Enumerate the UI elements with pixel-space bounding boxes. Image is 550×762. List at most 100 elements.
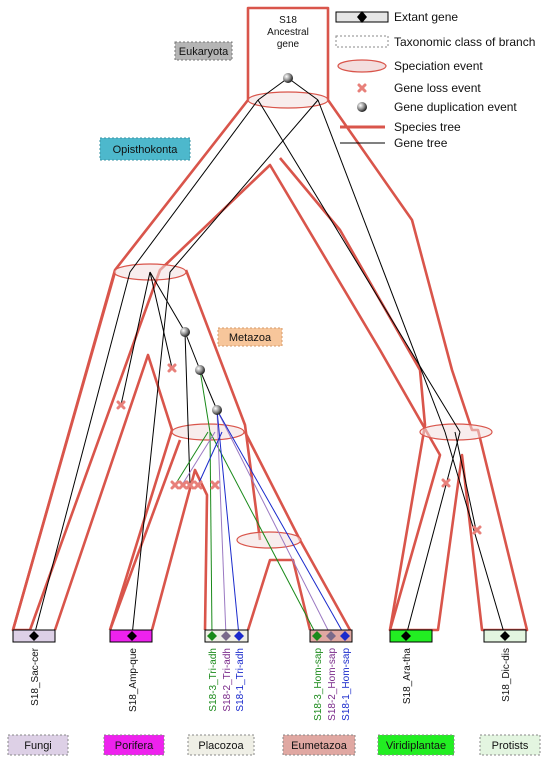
- gene-labels: S18_Sac-cer S18_Amp-que S18-3_Tri-adh S1…: [30, 647, 512, 720]
- legend-speciation-label: Speciation event: [394, 59, 483, 73]
- gene-duplication-events: [180, 73, 293, 415]
- taxa-boxes: Fungi Porifera Placozoa Eumetazoa Viridi…: [7, 734, 541, 756]
- species-tree-outer: [11, 6, 529, 632]
- gene-label-amp: S18_Amp-que: [128, 648, 139, 712]
- paralog-2-line: [216, 409, 332, 637]
- legend-gene-tree: Gene tree: [340, 136, 448, 150]
- speciation-event-root: [247, 91, 329, 109]
- extant-gene-marker: [207, 631, 217, 641]
- gene-loss-event: [170, 480, 180, 490]
- gene-loss-event: [193, 480, 203, 490]
- gene-line: [149, 271, 186, 333]
- gene-label-tri1: S18-1_Tri-adh: [235, 648, 246, 712]
- gene-line: [129, 99, 259, 273]
- extant-gene-marker: [29, 631, 39, 641]
- paralog-1-line: [197, 431, 223, 486]
- gene-line: [454, 431, 477, 531]
- gene-line: [120, 271, 151, 406]
- species-tree-metazoa-right: [243, 431, 352, 631]
- speciation-events: [113, 91, 493, 549]
- legend-taxonomic-class: Taxonomic class of branch: [335, 35, 535, 49]
- gene-line: [317, 99, 446, 433]
- taxon-label-viridiplantae: Viridiplantae: [386, 740, 446, 752]
- gene-line: [405, 431, 461, 637]
- extant-gene-marker: [401, 631, 411, 641]
- clade-label-metazoa: Metazoa: [217, 327, 283, 347]
- gene-loss-event: [116, 400, 126, 410]
- legend-species-tree: Species tree: [340, 120, 461, 134]
- paralog-3-line: [174, 431, 209, 486]
- gene-label-hom2: S18-2_Hom-sap: [327, 648, 338, 721]
- leaf-bars: [12, 629, 527, 643]
- gene-loss-event: [178, 480, 188, 490]
- legend-extant-gene: Extant gene: [335, 10, 458, 24]
- legend-speciation: Speciation event: [337, 59, 483, 73]
- speciation-event-placozoa-eumetazoa: [236, 531, 302, 549]
- legend-species-tree-label: Species tree: [394, 120, 461, 134]
- root-label-line2: Ancestral: [267, 27, 309, 38]
- gene-label-hom1: S18-1_Hom-sap: [341, 648, 352, 721]
- gene-label-tri3: S18-3_Tri-adh: [208, 648, 219, 712]
- gene-loss-events: [116, 363, 482, 535]
- legend-extant-gene-label: Extant gene: [394, 10, 458, 24]
- gene-line: [184, 331, 191, 486]
- gene-loss-event: [472, 525, 482, 535]
- paralog-3-line: [209, 431, 213, 637]
- species-tree-notch-fungi: [53, 353, 174, 631]
- gene-line: [184, 331, 201, 371]
- gene-duplication-event: [283, 73, 293, 83]
- legend: Extant gene Taxonomic class of branch Sp…: [335, 10, 535, 150]
- paralog-2-line: [181, 431, 216, 486]
- gene-duplication-event: [212, 405, 222, 415]
- legend-gene-loss: Gene loss event: [357, 81, 481, 95]
- species-tree-left-branch: [11, 271, 117, 631]
- taxon-label-placozoa: Placozoa: [198, 740, 244, 752]
- legend-gene-tree-label: Gene tree: [394, 136, 448, 150]
- taxon-box-porifera: Porifera: [103, 734, 165, 756]
- paralog-1-line: [216, 409, 240, 637]
- extant-gene-marker: [340, 631, 350, 641]
- extant-gene-marker: [234, 631, 244, 641]
- extant-gene-marker: [127, 631, 137, 641]
- legend-taxonomic-class-label: Taxonomic class of branch: [394, 35, 535, 49]
- paralog-lines: [174, 369, 346, 637]
- clade-label-opisthokonta: Opisthokonta: [99, 137, 191, 161]
- root-label-line3: gene: [277, 39, 300, 50]
- paralog-3-line: [199, 369, 211, 433]
- metazoa-label: Metazoa: [229, 332, 272, 344]
- paralog-1-line: [216, 409, 346, 637]
- paralog-3-line: [209, 431, 318, 637]
- species-tree-notch-placozoa: [246, 558, 312, 631]
- extant-gene-marker: [326, 631, 336, 641]
- legend-gene-loss-label: Gene loss event: [394, 81, 481, 95]
- taxon-label-protists: Protists: [492, 740, 529, 752]
- gene-line: [169, 99, 319, 273]
- extant-gene-marker: [312, 631, 322, 641]
- species-tree-inner-opisthokonta: [184, 269, 262, 541]
- gene-label-sac: S18_Sac-cer: [30, 647, 41, 705]
- gene-label-dic: S18_Dic-dis: [501, 648, 512, 702]
- taxon-label-porifera: Porifera: [115, 740, 154, 752]
- extant-gene-icon: [357, 11, 367, 23]
- gene-label-ara: S18_Ara-tha: [402, 648, 413, 705]
- taxon-label-eumetazoa: Eumetazoa: [291, 740, 348, 752]
- taxon-box-viridiplantae: Viridiplantae: [377, 734, 455, 756]
- species-tree-porifera-left: [108, 439, 182, 631]
- gene-line: [33, 271, 131, 637]
- taxon-label-fungi: Fungi: [24, 740, 52, 752]
- taxon-box-placozoa: Placozoa: [187, 734, 255, 756]
- gene-loss-event: [167, 363, 177, 373]
- species-tree-inner-right: [279, 157, 427, 631]
- gene-loss-event: [210, 480, 220, 490]
- taxon-box-fungi: Fungi: [7, 734, 69, 756]
- gene-line: [149, 271, 173, 369]
- gene-duplication-event: [180, 327, 190, 337]
- gene-line: [287, 77, 319, 101]
- legend-gene-duplication-label: Gene duplication event: [394, 100, 517, 114]
- root-label-line1: S18: [279, 15, 297, 26]
- speciation-icon: [337, 59, 387, 73]
- opisthokonta-label: Opisthokonta: [113, 144, 179, 156]
- gene-line: [199, 369, 218, 411]
- gene-line: [257, 77, 289, 101]
- extant-gene-markers: [29, 631, 510, 641]
